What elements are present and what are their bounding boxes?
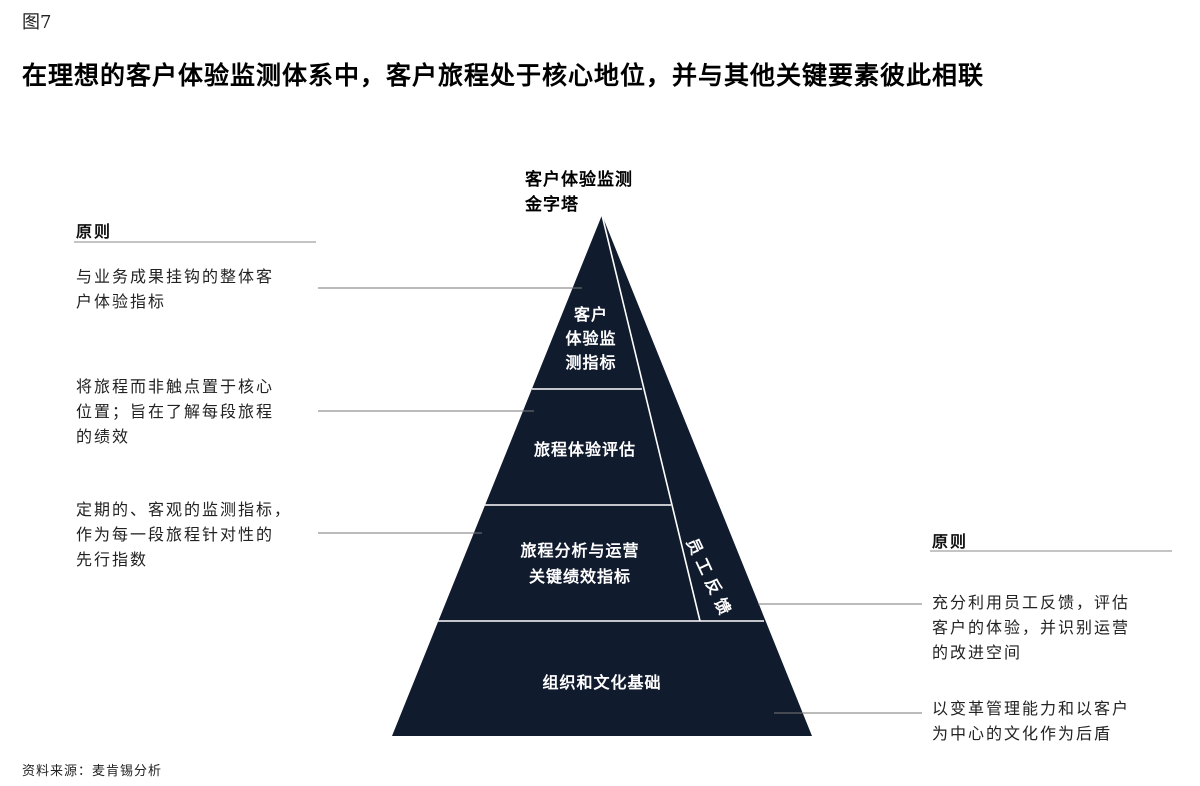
right-principle-1-line-3: 的改进空间 (932, 643, 1023, 662)
pyramid-title-line-2: 金字塔 (525, 195, 579, 215)
side-band-char-1: 员 (683, 535, 707, 558)
left-principle-2: 将旅程而非触点置于核心 位置；旨在了解每段旅程 的绩效 (76, 374, 274, 449)
left-principle-3: 定期的、客观的监测指标， 作为每一段旅程针对性的 先行指数 (76, 497, 292, 572)
left-principle-3-line-3: 先行指数 (76, 550, 149, 569)
left-principle-2-line-3: 的绩效 (76, 427, 131, 446)
tier-2-label: 旅程体验评估 (534, 440, 636, 459)
right-principle-2-line-2: 为中心的文化作为后盾 (932, 724, 1113, 743)
right-principle-1-line-2: 客户的体验，并识别运营 (932, 618, 1131, 637)
left-principle-2-line-1: 将旅程而非触点置于核心 (76, 377, 275, 396)
left-principle-3-line-2: 作为每一段旅程针对性的 (76, 525, 275, 544)
side-band-label: 员 工 反 馈 (683, 535, 735, 617)
side-band-edge (601, 214, 701, 622)
tier-3-label-line-1: 旅程分析与运营 (520, 541, 639, 560)
right-principle-1-line-1: 充分利用员工反馈，评估 (932, 593, 1131, 612)
left-principle-2-line-2: 位置；旨在了解每段旅程 (76, 402, 275, 421)
right-principle-1: 充分利用员工反馈，评估 客户的体验，并识别运营 的改进空间 (932, 590, 1130, 665)
right-principles-heading: 原则 (932, 532, 969, 551)
right-principle-2: 以变革管理能力和以客户 为中心的文化作为后盾 (932, 696, 1130, 746)
left-principle-3-line-1: 定期的、客观的监测指标， (76, 500, 293, 519)
pyramid-shape (392, 215, 812, 736)
side-band-char-3: 反 (701, 575, 725, 598)
tier-3-label-line-2: 关键绩效指标 (529, 567, 631, 586)
pyramid-title: 客户体验监测 金字塔 (525, 168, 633, 218)
side-band-char-2: 工 (692, 555, 716, 578)
pyramid-title-line-1: 客户体验监测 (525, 170, 633, 190)
right-principle-2-line-1: 以变革管理能力和以客户 (932, 699, 1131, 718)
left-principle-1-line-2: 户体验指标 (76, 292, 167, 311)
side-band-char-4: 馈 (711, 595, 735, 618)
tier-1-label-line-3: 测指标 (565, 353, 616, 372)
left-principle-1-line-1: 与业务成果挂钩的整体客 (76, 267, 275, 286)
left-principle-1: 与业务成果挂钩的整体客 户体验指标 (76, 264, 274, 314)
tier-4-label: 组织和文化基础 (542, 673, 661, 692)
tier-1-label-line-1: 客户 (574, 305, 608, 324)
source-note: 资料来源：麦肯锡分析 (22, 764, 163, 779)
figure-label: 图7 (22, 12, 52, 33)
page-title: 在理想的客户体验监测体系中，客户旅程处于核心地位，并与其他关键要素彼此相联 (22, 61, 985, 90)
tier-1-label-line-2: 体验监 (565, 329, 616, 348)
left-principles-heading: 原则 (76, 222, 113, 241)
